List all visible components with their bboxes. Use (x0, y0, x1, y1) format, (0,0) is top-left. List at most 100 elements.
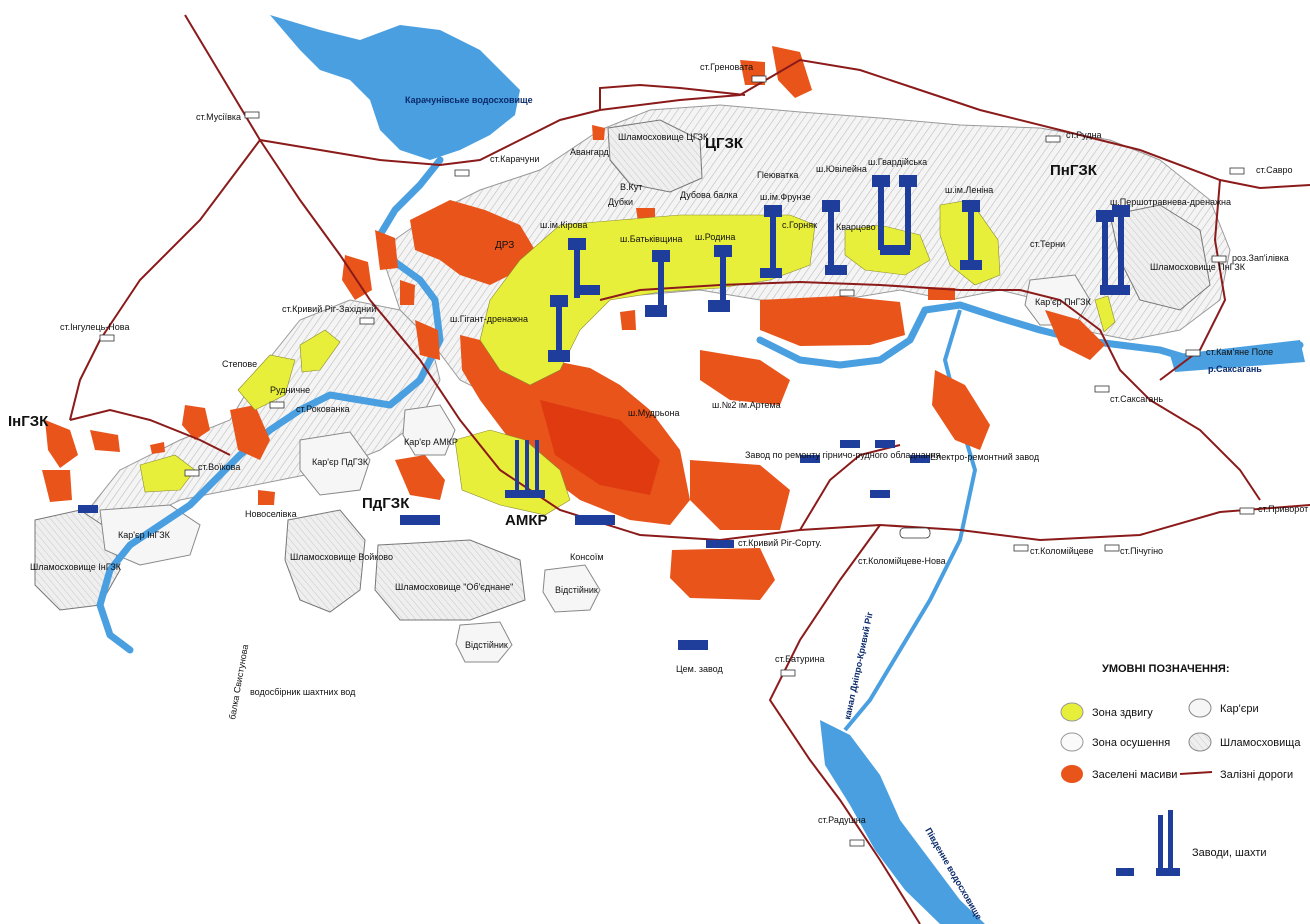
label-ingzk-quarry: Кар'єр ІнГЗК (118, 530, 171, 540)
label-avanhard: Авангард (570, 147, 610, 157)
settlement-drz (410, 200, 535, 285)
station-marker (99, 334, 115, 342)
legend-drain-swatch (1060, 732, 1084, 752)
settlement-sortuvalna (670, 548, 775, 600)
label-st-hrenovata: ст.Греноватa (700, 62, 753, 72)
settlement-terny (1045, 310, 1105, 360)
label-tsgzk: ЦГЗК (705, 135, 744, 152)
factories-layer (78, 175, 1130, 650)
river-saksagan-mouth (1170, 340, 1305, 372)
settlement-west-2 (182, 405, 210, 440)
shift-zone-pngzk (1094, 295, 1116, 333)
station-markers (99, 75, 1255, 847)
label-st-kr-sortuvalna: ст.Кривий Ріг-Сорту. (738, 538, 822, 548)
station-marker (184, 469, 200, 477)
legend-factories: Заводи, шахти (1192, 847, 1267, 859)
settling-pond-1 (542, 564, 601, 613)
label-electro-factory: Електро-ремонтний завод (930, 452, 1040, 462)
label-st-rudna: ст.Рудна (1066, 130, 1102, 140)
tailings-tsgzk (607, 119, 703, 193)
label-st-vojkova: ст.Воїкова (198, 462, 240, 472)
label-mine-kirova: ш.ім.Кірова (540, 220, 587, 230)
mine-frunze-icon (760, 205, 782, 278)
settlement-central-3 (690, 460, 790, 530)
settling-pond-2 (455, 621, 513, 663)
label-st-rozkopanka: ст.Рокованка (296, 404, 350, 414)
settlement-west-1 (230, 405, 270, 460)
shift-zone-ingzk (139, 454, 196, 493)
legend-settle: Заселені масиви (1092, 769, 1177, 781)
factory-electro-icon (870, 440, 930, 498)
settlement-west-4 (375, 230, 398, 270)
label-pngzk-tailings: Шламосховище ПнГЗК (1150, 262, 1246, 272)
label-rudnychne: Рудничне (270, 385, 310, 395)
label-dubova-balka: Дубова балка (680, 190, 738, 200)
station-marker (1211, 255, 1227, 263)
mine-kirova-icon (568, 238, 600, 298)
label-novoselivka: Новоселівка (245, 509, 297, 519)
settlement-amkr-inner (540, 400, 660, 495)
label-ingzk-tailings: Шламосховище ІнГЗК (30, 562, 122, 572)
station-marker (1104, 544, 1120, 552)
shift-zone-west-1 (237, 354, 296, 411)
label-pngzk: ПнГЗК (1050, 162, 1098, 179)
settlement-central-2 (700, 350, 790, 405)
legend-quarries-swatch (1188, 698, 1212, 718)
settlement-ingzk-2 (90, 430, 120, 452)
label-pdgzk: ПдГЗК (362, 495, 410, 512)
station-marker (1229, 167, 1245, 175)
quarry-pdgzk (299, 431, 371, 496)
legend-railway-swatch (1179, 771, 1213, 775)
label-balka: балка Свистунова (227, 644, 250, 721)
legend-tailings: Шламосховища (1220, 737, 1301, 749)
station-marker (1185, 349, 1201, 357)
factory-amkr-icon (505, 440, 545, 498)
label-mine-rodina: ш.Родина (695, 232, 735, 242)
settlement-central-1 (760, 296, 905, 346)
label-collector: водосбірник шахтних вод (250, 687, 356, 697)
railway-layer (69, 14, 1310, 924)
label-st-pichutino: ст.Пічугіно (1120, 546, 1163, 556)
label-konsoim: Консоїм (570, 552, 604, 562)
station-marker (359, 317, 375, 325)
settlement-hrenovata-1 (772, 46, 812, 98)
label-st-radushna: ст.Радушна (818, 815, 866, 825)
settlement-pdgzk (395, 455, 445, 500)
settlement-west-3 (342, 255, 372, 300)
label-mine-frunze: ш.ім.Фрунзе (760, 192, 811, 202)
station-marker (1239, 507, 1255, 515)
settlement-east (932, 370, 990, 450)
canal-dnipro-kryvyi-rih (843, 309, 977, 732)
label-canal: канал Дніпро-Кривий Ріг (842, 611, 875, 721)
label-voikovo-tailings: Шламосховище Войково (290, 552, 393, 562)
label-st-terny: ст.Терни (1030, 239, 1065, 249)
railway-ingzk-loop (69, 408, 231, 456)
label-krasnyi: Кварцово (836, 222, 876, 232)
label-st-savro: ст.Савро (1256, 165, 1293, 175)
railway-musiivka-north (184, 14, 371, 301)
label-st-kolomiytseve-nova: ст.Коломійцеве-Нова (858, 556, 946, 566)
legend-shift: Зона здвигу (1092, 707, 1153, 719)
legend-title: УМОВНІ ПОЗНАЧЕННЯ: (1102, 663, 1230, 675)
tailings-ingzk (34, 509, 121, 611)
label-st-musiivka: ст.Мусіївка (196, 112, 241, 122)
station-marker (244, 111, 260, 119)
settlement-west-6 (415, 320, 440, 360)
label-amkr-quarry: Кар'єр АМКР (404, 437, 458, 447)
settlement-west-5 (400, 280, 415, 305)
label-vidstiinyk-1: Відстійник (555, 585, 598, 595)
station-marker (849, 839, 865, 847)
label-tsgzk-tailings: Шламосховище ЦГЗК (618, 132, 709, 142)
settlement-small-2 (258, 490, 275, 505)
label-drz: ДРЗ (495, 240, 514, 251)
label-vidstiinyk-2: Відстійник (465, 640, 508, 650)
label-mine-mudriona: ш.Мудрьона (628, 408, 679, 418)
label-mine-pervotravneva: ш.Першотравнева-дренажна (1110, 197, 1231, 207)
label-hleyuvatka: Гleюватка (757, 170, 798, 180)
station-marker (454, 169, 470, 177)
label-st-karachuny: ст.Карачуни (490, 154, 539, 164)
label-pdgzk-quarry: Кар'єр ПдГЗК (312, 457, 369, 467)
label-mine-lenina: ш.ім.Леніна (945, 185, 993, 195)
